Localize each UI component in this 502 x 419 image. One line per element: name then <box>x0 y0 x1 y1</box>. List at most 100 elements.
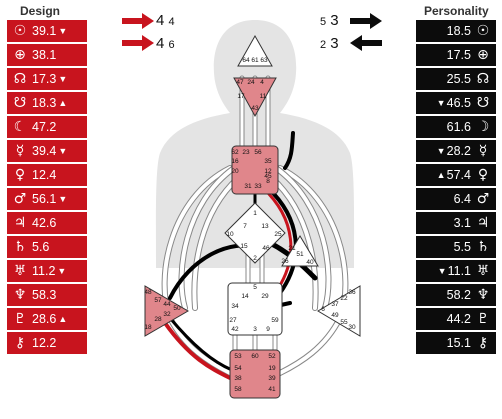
south-node-icon: ☋ <box>476 95 490 111</box>
gate-number: 41 <box>268 386 276 393</box>
gate-line-value: 11.2 <box>32 264 56 278</box>
gate-line-value: 47.2 <box>32 120 57 134</box>
personality-bottom-variable: 2 3 <box>320 35 339 52</box>
gate-line-value: 18.5 <box>446 24 471 38</box>
gate-line-value: 5.5 <box>453 240 471 254</box>
gate-number: 53 <box>234 353 242 360</box>
design-row-mars: ♂56.1▼ <box>7 188 87 210</box>
personality-row-venus: ▲57.4♀ <box>416 164 496 186</box>
gate-number: 12 <box>264 168 272 175</box>
pluto-icon: ♇ <box>476 311 490 327</box>
saturn-icon: ♄ <box>13 239 27 255</box>
gate-line-value: 28.6 <box>32 312 57 326</box>
gate-line-value: 61.6 <box>446 120 471 134</box>
gate-line-value: 12.2 <box>32 336 57 350</box>
g-center <box>224 202 286 264</box>
north-node-icon: ☊ <box>13 71 27 87</box>
fixing-arrow-icon: ▲ <box>58 314 68 324</box>
gate-number: 43 <box>251 105 259 112</box>
gate-number: 8 <box>266 178 270 185</box>
root-center <box>229 349 281 399</box>
neptune-icon: ♆ <box>476 287 490 303</box>
personality-row-mercury: ▼28.2☿ <box>416 140 496 162</box>
gate-number: 11 <box>260 93 267 100</box>
heart-center <box>281 235 319 267</box>
mercury-icon: ☿ <box>15 143 25 159</box>
earth-icon: ⊕ <box>477 47 489 63</box>
throat-center <box>231 145 279 195</box>
gate-number: 21 <box>288 245 296 252</box>
gate-number: 28 <box>154 316 162 323</box>
fixing-arrow-icon: ▲ <box>436 170 446 180</box>
gate-line-value: 6.4 <box>453 192 471 206</box>
design-row-neptune: ♆58.3 <box>7 284 87 306</box>
gate-number: 22 <box>340 295 348 302</box>
personality-row-sun: 18.5 ☉ <box>416 20 496 42</box>
gate-number: 59 <box>271 317 279 324</box>
gate-number: 61 <box>251 57 259 64</box>
gate-number: 46 <box>262 245 270 252</box>
gate-line-value: 44.2 <box>446 312 471 326</box>
gate-number: 33 <box>254 183 262 190</box>
gate-number: 55 <box>340 319 348 326</box>
sacral-center <box>227 282 283 336</box>
gate-number: 17 <box>237 93 245 100</box>
personality-row-uranus: ▼11.1♅ <box>416 260 496 282</box>
gate-number: 1 <box>253 210 257 217</box>
gate-number: 62 <box>231 149 239 156</box>
gate-number: 18 <box>144 324 152 331</box>
gate-line-value: 28.2 <box>446 144 471 158</box>
gate-number: 64 <box>242 57 250 64</box>
design-top-variable: 4 4 <box>156 12 175 29</box>
gate-number: 42 <box>231 326 239 333</box>
uranus-icon: ♅ <box>13 263 27 279</box>
gate-number: 49 <box>331 312 339 319</box>
gate-number: 5 <box>253 284 257 291</box>
gate-number: 52 <box>268 353 276 360</box>
gate-number: 51 <box>296 251 304 258</box>
gate-number: 45 <box>264 173 272 180</box>
saturn-icon: ♄ <box>476 239 490 255</box>
gate-line-value: 25.5 <box>446 72 471 86</box>
gate-number: 10 <box>226 231 234 238</box>
fixing-arrow-icon: ▼ <box>58 146 68 156</box>
gate-line-value: 42.6 <box>32 216 57 230</box>
head-center <box>237 34 273 67</box>
gate-number: 37 <box>331 301 339 308</box>
gate-line-value: 58.3 <box>32 288 57 302</box>
design-row-chiron: ⚷12.2 <box>7 332 87 354</box>
fixing-arrow-icon: ▼ <box>436 98 446 108</box>
gate-line-value: 15.1 <box>446 336 471 350</box>
design-row-uranus: ♅ 11.2▼ <box>7 260 87 282</box>
gate-number: 15 <box>240 243 248 250</box>
gate-line-value: 39.1 <box>32 24 57 38</box>
gate-number: 26 <box>281 258 289 265</box>
fixing-arrow-icon: ▼ <box>57 266 67 276</box>
earth-icon: ⊕ <box>14 47 26 63</box>
design-row-venus: ♀ 12.4 <box>7 164 87 186</box>
personality-top-variable: 5 3 <box>320 12 339 29</box>
sun-icon: ☉ <box>476 23 490 39</box>
gate-line-value: 12.4 <box>32 168 57 182</box>
mars-icon: ♂ <box>476 191 490 207</box>
gate-number: 9 <box>266 326 270 333</box>
personality-column-title: Personality <box>424 4 489 18</box>
gate-number: 47 <box>236 79 244 86</box>
gate-number: 3 <box>253 326 257 333</box>
south-node-icon: ☋ <box>13 95 27 111</box>
venus-icon: ♀ <box>14 167 26 183</box>
gate-number: 44 <box>163 301 171 308</box>
personality-row-neptune: 58.2♆ <box>416 284 496 306</box>
personality-row-pluto: 44.2 ♇ <box>416 308 496 330</box>
personality-row-moon: 61.6☽ <box>416 116 496 138</box>
moon-icon: ☾ <box>13 119 27 135</box>
gate-number: 30 <box>348 324 356 331</box>
design-row-moon: ☾ 47.2 <box>7 116 87 138</box>
gate-number: 19 <box>268 365 276 372</box>
personality-row-south-node: ▼46.5☋ <box>416 92 496 114</box>
gate-number: 27 <box>229 317 237 324</box>
gate-number: 7 <box>243 223 247 230</box>
personality-variable-arrows <box>350 13 382 51</box>
